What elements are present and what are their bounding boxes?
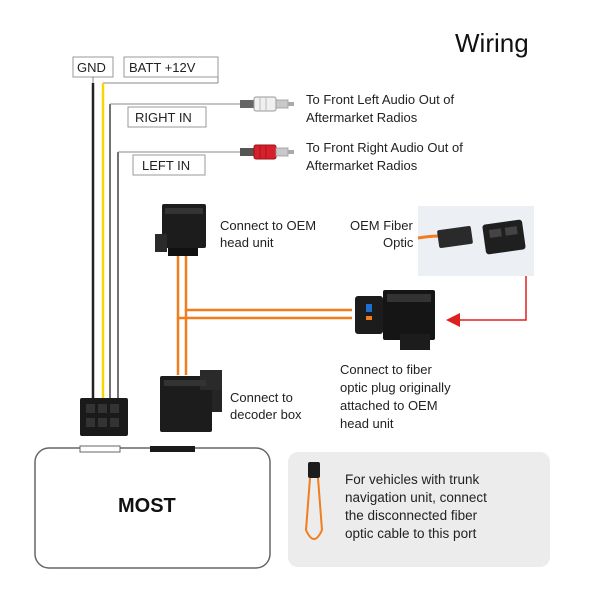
fiber-optic-plug-annotation-2: optic plug originally <box>340 380 451 395</box>
right-in-rca: RIGHT IN To Front Left Audio Out of Afte… <box>110 92 455 128</box>
oem-head-unit-annotation-1: Connect to OEM <box>220 218 316 233</box>
front-right-annotation-2: Aftermarket Radios <box>306 158 418 173</box>
fiber-wires <box>176 255 352 375</box>
fiber-optic-plug-annotation-4: head unit <box>340 416 394 431</box>
trunk-note-box: For vehicles with trunk navigation unit,… <box>288 452 550 567</box>
most-box: MOST <box>34 445 271 569</box>
trunk-note-line-2: navigation unit, connect <box>345 490 487 505</box>
front-right-annotation-1: To Front Right Audio Out of <box>306 140 463 155</box>
oem-fiber-optic-annotation-1: OEM Fiber <box>350 218 414 233</box>
trunk-note-line-3: the disconnected fiber <box>345 508 478 523</box>
oem-fiber-optic-inset: OEM Fiber Optic <box>350 206 534 276</box>
right-in-label-box <box>127 106 207 128</box>
front-left-annotation-1: To Front Left Audio Out of <box>306 92 455 107</box>
left-in-label: LEFT IN <box>142 158 190 173</box>
gnd-label: GND <box>77 60 106 75</box>
front-left-annotation-2: Aftermarket Radios <box>306 110 418 125</box>
most-label: MOST <box>118 495 176 517</box>
power-wires: GND BATT +12V <box>72 56 219 400</box>
left-in-label-box <box>132 154 206 176</box>
trunk-note-line-4: optic cable to this port <box>345 526 477 541</box>
diagram-title: Wiring <box>455 28 529 58</box>
fiber-optic-plug-annotation-3: attached to OEM <box>340 398 438 413</box>
fiber-optic-plug-connector: Connect to fiber optic plug originally a… <box>340 290 451 431</box>
batt-label-box <box>123 56 219 78</box>
right-in-label: RIGHT IN <box>135 110 192 125</box>
decoder-box-annotation-2: decoder box <box>230 407 302 422</box>
fiber-loop-icon <box>304 462 324 540</box>
fiber-optic-plug-annotation-1: Connect to fiber <box>340 362 432 377</box>
decoder-box-annotation-1: Connect to <box>230 390 293 405</box>
oem-fiber-optic-annotation-2: Optic <box>383 235 414 250</box>
trunk-note-line-1: For vehicles with trunk <box>345 472 480 487</box>
red-arrow <box>446 276 527 327</box>
oem-head-unit-annotation-2: head unit <box>220 235 274 250</box>
oem-head-unit-connector: Connect to OEM head unit <box>155 204 316 256</box>
power-plug <box>80 398 128 436</box>
left-in-rca: LEFT IN To Front Right Audio Out of Afte… <box>118 140 463 176</box>
batt-label: BATT +12V <box>129 60 196 75</box>
decoder-box-connector: Connect to decoder box <box>160 370 302 432</box>
